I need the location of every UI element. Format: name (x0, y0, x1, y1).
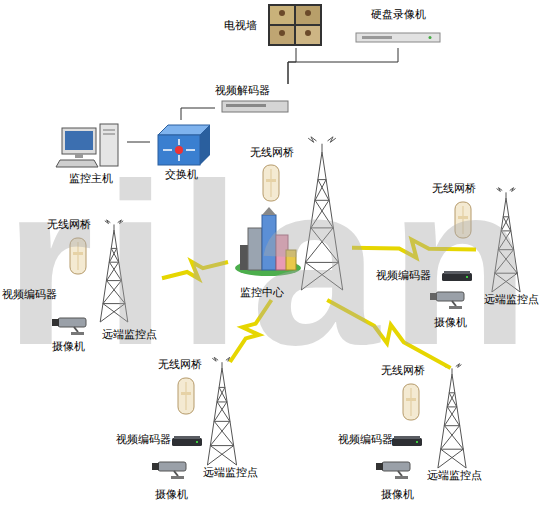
network-switch: 交换机 (150, 120, 212, 182)
node-label: 硬盘录像机 (371, 8, 426, 22)
node-label: 无线网桥 (432, 182, 476, 196)
node-label: 电视墙 (224, 19, 257, 33)
node-label: 摄像机 (155, 488, 188, 502)
node-label: 远端监控点 (102, 328, 157, 342)
video-encoder: 视频编码器 (116, 428, 196, 452)
node-label: 无线网桥 (250, 146, 294, 160)
video-decoder: 视频解码器 (215, 84, 297, 116)
node-label: 视频编码器 (376, 269, 431, 283)
node-label: 摄像机 (434, 316, 467, 330)
monitor-center: 监控中心 (228, 205, 352, 300)
node-label: 视频编码器 (338, 433, 393, 447)
node-label: 远端监控点 (484, 293, 539, 307)
node-label: 监控主机 (69, 172, 113, 186)
wireless-bridge: 无线网桥 (430, 182, 478, 244)
node-label: 视频编码器 (2, 288, 57, 302)
camera: 摄像机 (426, 290, 474, 330)
camera: 摄像机 (146, 458, 196, 502)
wireless-bridge: 无线网桥 (248, 146, 296, 202)
remote-site: 远端监控点 (196, 362, 264, 480)
node-label: 无线网桥 (158, 358, 202, 372)
node-label: 监控中心 (240, 286, 284, 300)
wireless-bridge: 无线网桥 (155, 358, 205, 420)
remote-site: 远端监控点 (476, 192, 546, 307)
node-label: 远端监控点 (427, 469, 482, 483)
node-label: 无线网桥 (47, 218, 91, 232)
monitor-host: 监控主机 (55, 120, 127, 186)
remote-site: 远端监控点 (96, 226, 162, 342)
node-label: 视频编码器 (116, 433, 171, 447)
wireless-bridge: 无线网桥 (378, 364, 428, 426)
video-encoder: 视频编码器 (338, 428, 420, 452)
video-encoder: 视频编码器 (2, 286, 66, 304)
video-encoder: 视频编码器 (376, 264, 476, 288)
wireless-bridge: 无线网桥 (44, 218, 94, 278)
camera: 摄像机 (372, 458, 422, 502)
node-label: 视频解码器 (215, 84, 270, 98)
camera: 摄像机 (38, 316, 98, 354)
cable-line (288, 48, 398, 84)
node-label: 无线网桥 (381, 364, 425, 378)
cable-line (181, 108, 215, 120)
dvr-recorder: 硬盘录像机 (352, 8, 444, 48)
cable-line (288, 48, 296, 84)
tv-wall: 电视墙 (224, 3, 324, 48)
node-label: 摄像机 (381, 488, 414, 502)
node-label: 摄像机 (52, 340, 85, 354)
node-label: 远端监控点 (203, 466, 258, 480)
remote-site: 远端监控点 (420, 368, 488, 483)
node-label: 交换机 (165, 168, 198, 182)
